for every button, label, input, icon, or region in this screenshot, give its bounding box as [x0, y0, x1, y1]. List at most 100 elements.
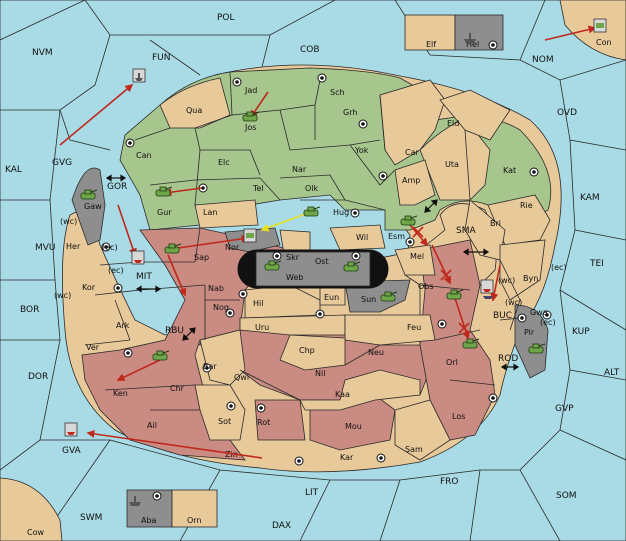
territory-mel[interactable] — [394, 244, 436, 276]
territory-pir[interactable] — [514, 304, 549, 379]
label-tei: TEI — [589, 259, 604, 269]
territory-sam[interactable] — [394, 399, 451, 461]
label-kor: Kor — [82, 283, 96, 292]
territory-amp[interactable] — [394, 159, 436, 206]
tank-icon[interactable] — [155, 186, 173, 197]
label-kup: KUP — [572, 327, 590, 337]
label-hil: Hil — [253, 299, 263, 308]
territory-uru[interactable] — [239, 314, 346, 336]
ship-icon[interactable] — [243, 228, 257, 243]
ship-icon[interactable] — [129, 496, 141, 506]
ship-icon[interactable] — [480, 279, 494, 294]
territory-eld[interactable] — [439, 89, 511, 141]
label-orn: Orn — [187, 516, 202, 525]
territory-elf[interactable] — [404, 14, 456, 51]
tank-icon[interactable] — [242, 111, 260, 122]
label-nil: Nil — [315, 369, 325, 378]
label-los: Los — [452, 412, 465, 421]
territory-byn[interactable] — [499, 239, 546, 301]
tank-icon[interactable] — [152, 350, 170, 361]
ship-icon[interactable] — [483, 296, 493, 299]
label-pol: POL — [217, 13, 235, 23]
label-nor: Nor — [225, 243, 240, 252]
ship-icon[interactable] — [132, 68, 146, 83]
label-kal: KAL — [5, 165, 22, 175]
label-feu: Feu — [407, 323, 421, 332]
label-ark: Ark — [116, 321, 130, 330]
label-gva: GVA — [62, 446, 82, 456]
tank-icon[interactable] — [400, 215, 418, 226]
label-jad: Jad — [244, 86, 257, 95]
territory-labels: POL NVM FUN COB Elf Hel Con NOM KAL GVG … — [5, 13, 620, 537]
territory-wil[interactable] — [329, 224, 386, 251]
label-kaa: Kaa — [335, 390, 350, 399]
label-mel: Mel — [410, 252, 424, 261]
territory-qua[interactable] — [159, 77, 231, 129]
label-nab: Nab — [208, 284, 224, 293]
label-coast-ec-her: (ec) — [102, 243, 118, 252]
label-grh: Grh — [343, 108, 357, 117]
ship-icon[interactable] — [64, 422, 78, 437]
territory-bar[interactable] — [199, 329, 246, 386]
label-sma: SMA — [456, 226, 476, 236]
label-byn: Byn — [523, 274, 538, 283]
territory-rot[interactable] — [254, 399, 306, 441]
territory-chp[interactable] — [279, 334, 346, 371]
tank-icon[interactable] — [380, 291, 398, 302]
label-mou: Mou — [345, 422, 362, 431]
label-uta: Uta — [445, 160, 459, 169]
ship-icon[interactable] — [593, 18, 607, 33]
label-som: SOM — [556, 491, 577, 501]
label-chp: Chp — [299, 346, 315, 355]
territory-kaa[interactable] — [299, 369, 421, 411]
label-elf: Elf — [426, 40, 436, 49]
tank-icon[interactable] — [303, 206, 321, 217]
territory-gaw[interactable] — [71, 167, 106, 246]
units — [64, 18, 607, 506]
label-neu: Neu — [368, 348, 384, 357]
ship-icon[interactable] — [464, 33, 476, 43]
label-alt: ALT — [604, 368, 620, 378]
label-rod: ROD — [498, 354, 518, 364]
label-lan: Lan — [203, 208, 217, 217]
label-buc: BUC — [493, 311, 512, 321]
label-bar: Bar — [203, 362, 217, 371]
label-sam: Sam — [405, 445, 423, 454]
tank-icon[interactable] — [80, 189, 98, 200]
tank-icon[interactable] — [528, 343, 546, 354]
label-nom: NOM — [532, 55, 554, 65]
tank-icon[interactable] — [462, 338, 480, 349]
failed-order-marks — [412, 226, 470, 334]
ship-icon[interactable] — [131, 250, 145, 265]
label-kar: Kar — [340, 453, 354, 462]
territory-car[interactable] — [379, 79, 446, 166]
label-con: Con — [596, 38, 612, 47]
tank-icon[interactable] — [264, 260, 282, 271]
label-coast-ec-byn: (ec) — [551, 263, 567, 272]
tank-icon[interactable] — [446, 289, 464, 300]
territory-lan[interactable] — [194, 199, 259, 229]
label-ver: Ver — [86, 343, 100, 352]
label-mvu: MVU — [35, 243, 56, 253]
label-nvm: NVM — [32, 48, 53, 58]
tank-icon[interactable] — [343, 261, 361, 272]
label-pir: Pir — [524, 328, 535, 337]
territory-feu[interactable] — [344, 314, 436, 346]
label-lit: LIT — [305, 488, 319, 498]
label-wil: Wil — [356, 233, 368, 242]
label-hel: Hel — [466, 40, 479, 49]
label-esm: Esm — [388, 232, 405, 241]
label-cob: COB — [300, 45, 320, 55]
label-nog: Nog — [213, 303, 229, 312]
label-orl: Orl — [446, 358, 458, 367]
order-arrows — [59, 25, 597, 459]
label-elc: Elc — [218, 158, 230, 167]
territory-cow[interactable] — [0, 477, 63, 541]
tank-icon[interactable] — [164, 243, 182, 254]
label-her: Her — [66, 242, 81, 251]
territory-orn[interactable] — [171, 489, 218, 528]
territory-bri[interactable] — [464, 199, 506, 261]
label-sun: Sun — [361, 295, 376, 304]
label-qua: Qua — [186, 106, 202, 115]
